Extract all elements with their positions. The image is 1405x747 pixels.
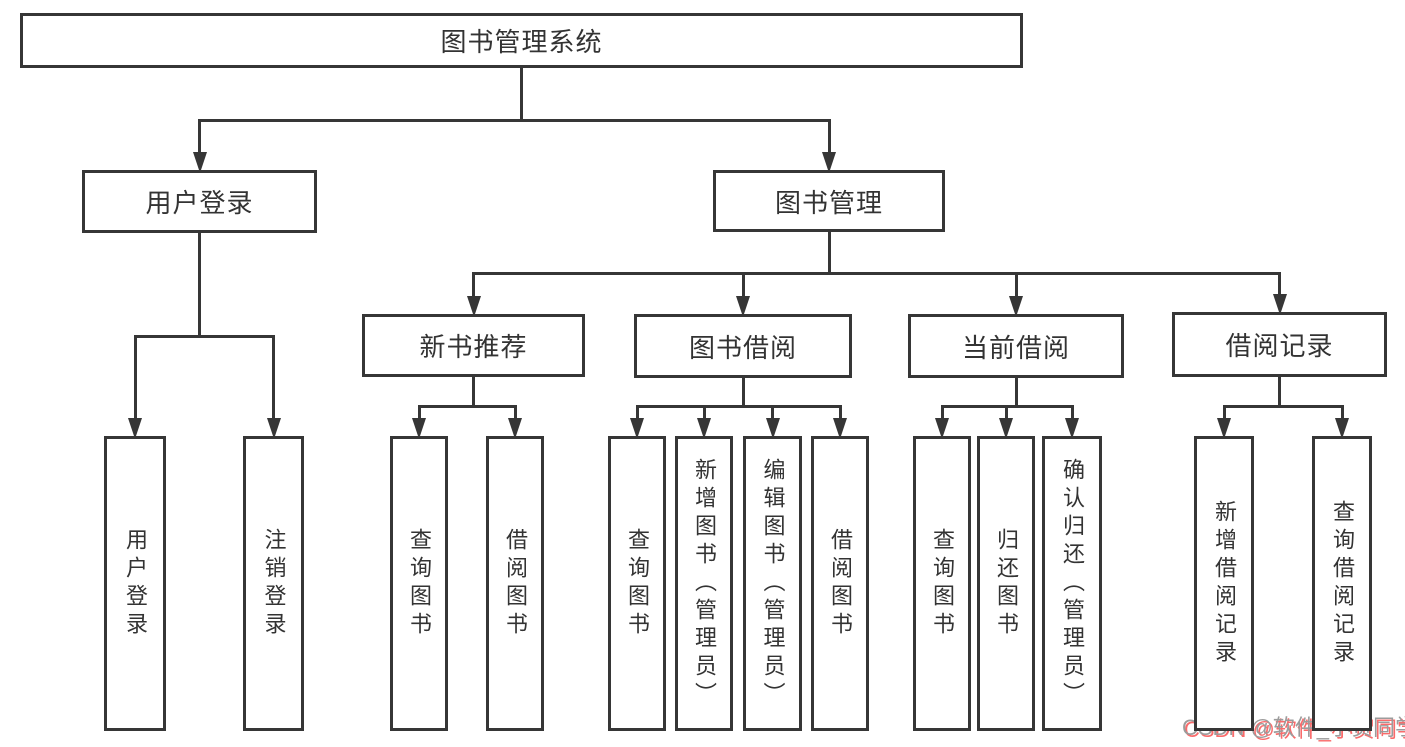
connector-drop (702, 406, 706, 419)
connector-drop (1340, 406, 1344, 419)
node-label: 当前借阅 (961, 332, 1070, 363)
node-label: 图书管理 (774, 187, 883, 218)
node-label: 图书管理系统 (440, 27, 603, 57)
connector-branch (472, 271, 1281, 275)
node-cb-confirm-return: 确认归还（管理员） (1042, 436, 1102, 731)
connector-arrowhead-down (192, 152, 207, 173)
node-bb-edit-book: 编辑图书（管理员） (743, 436, 802, 731)
node-bb-add-book: 新增图书（管理员） (675, 436, 733, 731)
connector-arrowhead-down (266, 418, 281, 439)
node-current-borrow: 当前借阅 (908, 314, 1124, 378)
node-label: 新书推荐 (419, 332, 528, 362)
node-label: 查询图书 (625, 527, 650, 640)
connector-arrowhead-down (1065, 418, 1079, 439)
connector-drop (635, 406, 639, 419)
connector-arrowhead-down (1217, 418, 1231, 439)
node-label: 注销登录 (261, 527, 287, 640)
connector-arrowhead-down (765, 418, 780, 439)
connector-stem (827, 232, 831, 275)
node-label: 查询借阅记录 (1330, 499, 1355, 668)
node-label: 新增借阅记录 (1212, 499, 1237, 668)
node-bb-borrow-book: 借阅图书 (811, 436, 869, 731)
connector-stem (472, 377, 475, 408)
node-label: 确认归还（管理员） (1060, 457, 1085, 710)
connector-arrowhead-down (1335, 418, 1349, 439)
connector-branch (198, 118, 831, 122)
connector-stem (741, 378, 745, 408)
node-root: 图书管理系统 (20, 13, 1023, 68)
connector-stem (198, 233, 201, 338)
node-nbr-query-book: 查询图书 (390, 436, 448, 731)
node-borrow-records: 借阅记录 (1172, 312, 1387, 377)
connector-stem (1278, 377, 1281, 408)
node-logout: 注销登录 (243, 436, 304, 731)
node-label: 借阅图书 (503, 527, 528, 640)
node-book-mgmt: 图书管理 (713, 170, 945, 232)
connector-drop (513, 406, 517, 419)
connector-arrowhead-down (466, 296, 481, 317)
connector-drop (417, 406, 421, 419)
node-login: 用户登录 (104, 436, 166, 731)
node-new-book-rec: 新书推荐 (362, 314, 585, 377)
connector-drop (1278, 273, 1281, 295)
connector-drop (272, 336, 275, 419)
node-user-login: 用户登录 (82, 170, 317, 233)
node-label: 图书借阅 (688, 332, 797, 363)
connector-drop (1014, 273, 1018, 297)
connector-branch (133, 334, 275, 338)
connector-drop (133, 336, 137, 419)
connector-drop (741, 273, 745, 297)
connector-arrowhead-down (833, 418, 847, 439)
connector-drop (1004, 406, 1008, 419)
connector-stem (1014, 378, 1018, 408)
node-label: 借阅图书 (828, 527, 853, 640)
node-label: 用户登录 (123, 527, 148, 640)
node-cb-return-book: 归还图书 (977, 436, 1035, 731)
node-book-borrow: 图书借阅 (634, 314, 852, 378)
connector-arrowhead-down (630, 418, 644, 439)
connector-drop (838, 406, 842, 419)
node-label: 归还图书 (994, 527, 1019, 640)
connector-stem (520, 68, 523, 122)
node-bb-query-book: 查询图书 (608, 436, 666, 731)
connector-branch (1222, 404, 1344, 408)
connector-branch (417, 404, 517, 408)
node-label: 查询图书 (930, 527, 955, 640)
node-label: 用户登录 (145, 188, 254, 218)
node-label: 查询图书 (407, 527, 432, 640)
connector-arrowhead-down (1272, 294, 1287, 315)
node-br-add-record: 新增借阅记录 (1194, 436, 1254, 731)
connector-drop (1070, 406, 1074, 419)
connector-arrowhead-down (412, 418, 426, 439)
connector-arrowhead-down (697, 418, 711, 439)
connector-arrowhead-down (508, 418, 522, 439)
connector-drop (827, 120, 831, 153)
node-nbr-borrow-book: 借阅图书 (486, 436, 544, 731)
connector-arrowhead-down (736, 296, 750, 317)
connector-arrowhead-down (128, 418, 142, 439)
connector-arrowhead-down (1009, 296, 1023, 317)
connector-drop (940, 406, 944, 419)
connector-drop (198, 120, 201, 153)
connector-branch (635, 404, 842, 408)
node-label: 新增图书（管理员） (692, 457, 717, 710)
connector-arrowhead-down (999, 418, 1013, 439)
connector-drop (771, 406, 774, 419)
node-label: 编辑图书（管理员） (760, 457, 786, 710)
connector-drop (1222, 406, 1226, 419)
connector-drop (472, 273, 475, 297)
node-label: 借阅记录 (1225, 331, 1334, 361)
node-br-query-record: 查询借阅记录 (1312, 436, 1372, 731)
connector-arrowhead-down (935, 418, 949, 439)
node-cb-query-book: 查询图书 (913, 436, 971, 731)
connector-arrowhead-down (822, 152, 836, 173)
